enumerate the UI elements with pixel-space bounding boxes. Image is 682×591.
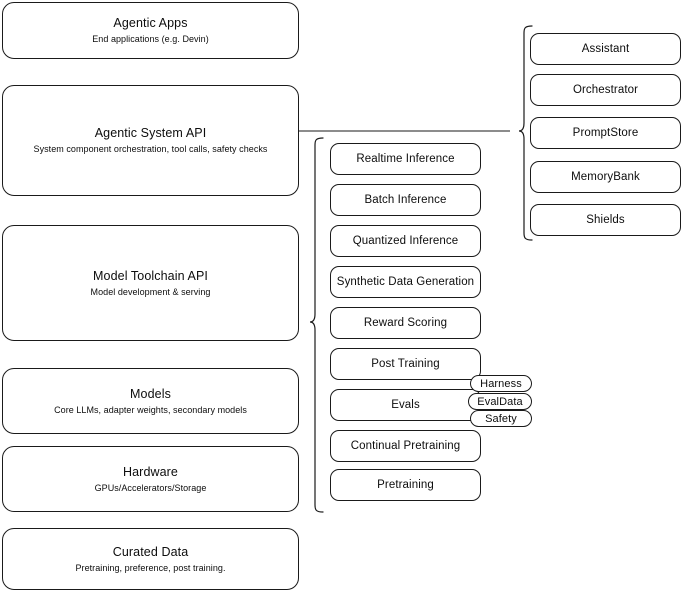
capability-label: Realtime Inference [356, 153, 455, 165]
component-shields[interactable]: Shields [530, 204, 681, 236]
capability-label: Evals [391, 399, 420, 411]
layer-box-curated-data[interactable]: Curated Data Pretraining, preference, po… [2, 528, 299, 590]
capability-realtime-inference[interactable]: Realtime Inference [330, 143, 481, 175]
capability-label: Post Training [371, 358, 440, 370]
evals-tag-label: Harness [480, 377, 522, 390]
component-orchestrator[interactable]: Orchestrator [530, 74, 681, 106]
layer-title: Hardware [123, 464, 178, 479]
brace-agentic-components [508, 22, 538, 250]
layer-title: Agentic System API [94, 126, 207, 140]
capability-pretraining[interactable]: Pretraining [330, 469, 481, 501]
capability-batch-inference[interactable]: Batch Inference [330, 184, 481, 216]
component-label: Shields [586, 214, 625, 226]
capability-evals[interactable]: Evals [330, 389, 481, 421]
layer-subtitle: Pretraining, preference, post training. [75, 562, 226, 573]
layer-subtitle: System component orchestration, tool cal… [33, 144, 268, 154]
capability-label: Synthetic Data Generation [336, 276, 475, 288]
component-label: Orchestrator [572, 84, 639, 96]
layer-subtitle: Model development & serving [90, 286, 211, 297]
component-promptstore[interactable]: PromptStore [530, 117, 681, 149]
capability-label: Pretraining [377, 479, 434, 491]
component-assistant[interactable]: Assistant [530, 33, 681, 65]
capability-label: Continual Pretraining [350, 440, 461, 452]
capability-label: Quantized Inference [352, 235, 459, 247]
layer-title: Curated Data [112, 544, 189, 559]
brace-toolchain-capabilities [296, 134, 326, 522]
layer-box-agentic-apps[interactable]: Agentic Apps End applications (e.g. Devi… [2, 2, 299, 59]
component-label: Assistant [581, 43, 630, 55]
layer-subtitle: End applications (e.g. Devin) [92, 34, 209, 44]
layer-title: Agentic Apps [113, 16, 188, 30]
layer-title: Models [130, 386, 171, 401]
capability-continual-pretraining[interactable]: Continual Pretraining [330, 430, 481, 462]
capability-reward-scoring[interactable]: Reward Scoring [330, 307, 481, 339]
layer-box-models[interactable]: Models Core LLMs, adapter weights, secon… [2, 368, 299, 434]
capability-quantized-inference[interactable]: Quantized Inference [330, 225, 481, 257]
capability-label: Batch Inference [364, 194, 447, 206]
evals-tag-harness[interactable]: Harness [470, 375, 532, 392]
connector-agentic-system-to-components [298, 120, 528, 144]
layer-box-hardware[interactable]: Hardware GPUs/Accelerators/Storage [2, 446, 299, 512]
evals-tag-safety[interactable]: Safety [470, 410, 532, 427]
layer-box-model-toolchain-api[interactable]: Model Toolchain API Model development & … [2, 225, 299, 341]
evals-tag-evaldata[interactable]: EvalData [468, 393, 532, 410]
component-memorybank[interactable]: MemoryBank [530, 161, 681, 193]
layer-subtitle: GPUs/Accelerators/Storage [94, 482, 207, 493]
layer-title: Model Toolchain API [93, 268, 208, 283]
component-label: MemoryBank [571, 171, 640, 183]
capability-post-training[interactable]: Post Training [330, 348, 481, 380]
layer-subtitle: Core LLMs, adapter weights, secondary mo… [54, 404, 247, 415]
capability-synthetic-data-generation[interactable]: Synthetic Data Generation [330, 266, 481, 298]
layer-box-agentic-system-api[interactable]: Agentic System API System component orch… [2, 85, 299, 196]
component-label: PromptStore [572, 127, 639, 139]
capability-label: Reward Scoring [363, 317, 448, 329]
evals-tag-label: EvalData [477, 395, 523, 408]
evals-tag-label: Safety [485, 412, 517, 425]
